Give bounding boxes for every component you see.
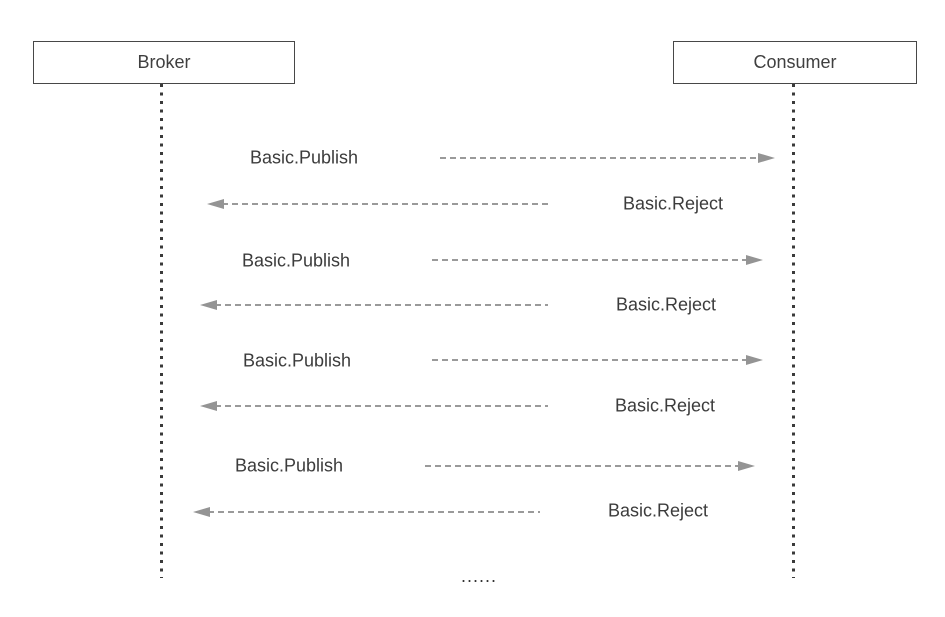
lifeline-consumer (792, 84, 795, 578)
participant-label-broker: Broker (137, 52, 191, 72)
dashed-line (215, 405, 548, 407)
message-label-reject: Basic.Reject (608, 500, 709, 521)
message-arrow-publish (432, 254, 763, 266)
message-label-publish: Basic.Publish (250, 147, 359, 168)
message-arrow-publish (432, 354, 763, 366)
arrow-right-icon (746, 355, 763, 365)
message-label-reject: Basic.Reject (615, 395, 716, 416)
dashed-line (222, 203, 550, 205)
message-arrow-reject (200, 299, 548, 311)
lifeline-broker (160, 84, 163, 578)
participant-box-broker: Broker (33, 41, 295, 84)
arrow-right-icon (758, 153, 775, 163)
arrow-left-icon (200, 401, 217, 411)
arrow-right-icon (746, 255, 763, 265)
message-label-reject: Basic.Reject (616, 294, 717, 315)
message-arrow-reject (207, 198, 550, 210)
arrow-right-icon (738, 461, 755, 471)
dashed-line (440, 157, 760, 159)
message-arrow-publish (440, 152, 775, 164)
arrow-left-icon (193, 507, 210, 517)
dashed-line (432, 259, 748, 261)
participant-label-consumer: Consumer (753, 52, 837, 72)
message-label-publish: Basic.Publish (243, 350, 352, 371)
continuation-ellipsis: ...... (461, 566, 498, 586)
dashed-line (432, 359, 748, 361)
message-label-publish: Basic.Publish (242, 250, 351, 271)
arrow-left-icon (200, 300, 217, 310)
dashed-line (215, 304, 548, 306)
arrow-left-icon (207, 199, 224, 209)
dashed-line (208, 511, 540, 513)
message-arrow-reject (200, 400, 548, 412)
participant-box-consumer: Consumer (673, 41, 917, 84)
message-label-publish: Basic.Publish (235, 455, 344, 476)
message-arrow-publish (425, 460, 755, 472)
message-label-reject: Basic.Reject (623, 193, 724, 214)
message-arrow-reject (193, 506, 540, 518)
dashed-line (425, 465, 740, 467)
